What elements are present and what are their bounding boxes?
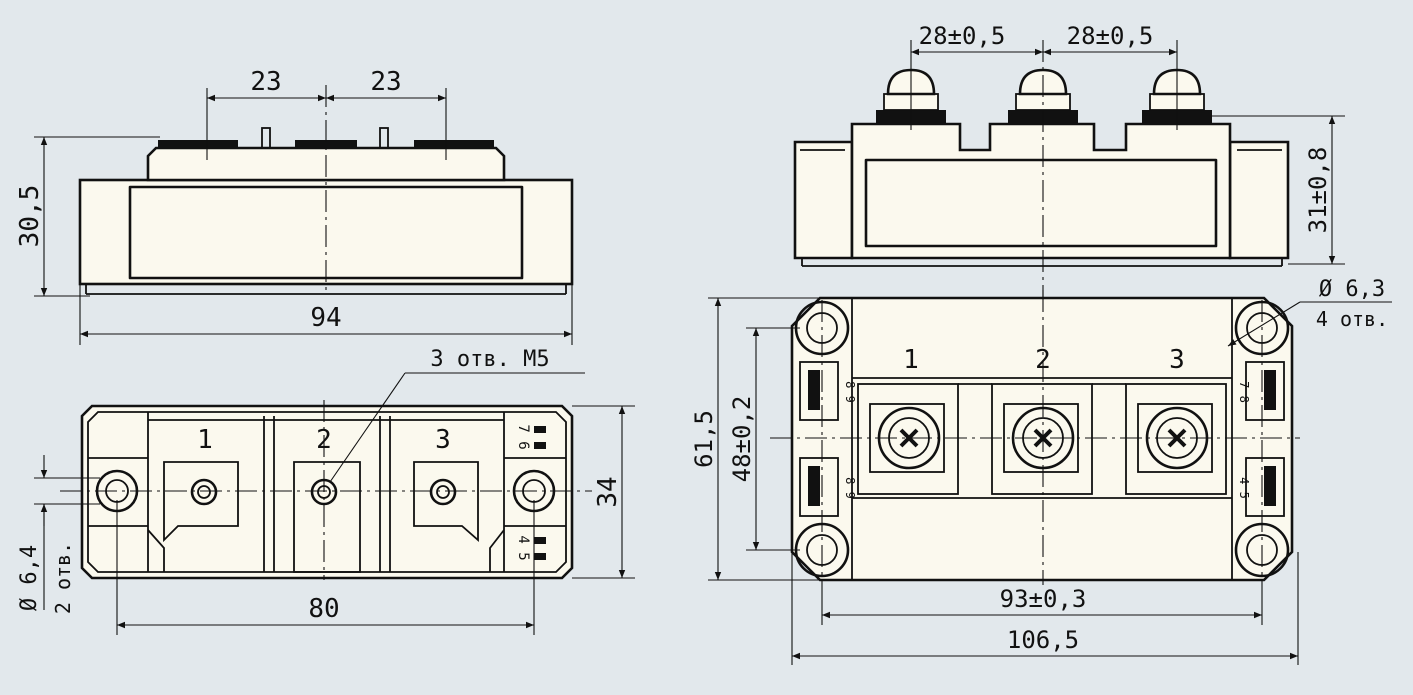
right-side-view: 28±0,5 28±0,5 31±0,8 (793, 22, 1345, 300)
terminal-label-r1: 1 (903, 345, 919, 375)
mount-hole-count: 2 отв. (51, 542, 75, 614)
holes-note: 3 отв. М5 (430, 347, 549, 372)
terminal-comp-1 (857, 383, 959, 495)
pin-6 (534, 442, 546, 449)
terminal-pad-2 (293, 461, 361, 573)
pin-4 (534, 537, 546, 544)
pin-label-76: 7 6 (515, 424, 531, 449)
terminal-comp-2 (991, 383, 1093, 495)
main-body (850, 122, 1232, 260)
hole-count-right: 4 отв. (1316, 307, 1388, 331)
dim-height-left: 30,5 (15, 185, 45, 248)
pin-7 (534, 426, 546, 433)
dim-pitch-left-1: 23 (250, 67, 281, 97)
flange-right (1228, 140, 1290, 260)
terminal-pad-1 (163, 461, 239, 543)
terminal-label-1: 1 (197, 425, 213, 455)
terminal-screw-1 (190, 478, 218, 506)
dim-hole-pitch-y: 48±0,2 (728, 396, 756, 483)
hole-dia-right: Ø 6,3 (1319, 277, 1385, 302)
terminal-plate-2 (295, 140, 357, 148)
pin-5 (534, 553, 546, 560)
right-top-view: 1 2 3 8 9 8 9 7 8 4 5 Ø 6,3 4 отв. (690, 277, 1392, 665)
dim-pitch-left-2: 23 (370, 67, 401, 97)
pin-7 (261, 127, 271, 149)
dim-length-right: 106,5 (1007, 626, 1079, 654)
module-outline (80, 404, 574, 580)
left-top-view: 7 6 4 5 1 2 3 3 отв. М5 34 80 Ø 6,4 2 от… (17, 347, 635, 635)
pin-label-r-rt: 7 8 (1237, 381, 1251, 403)
dim-pitch-right-2: 28±0,5 (1067, 22, 1154, 50)
housing-window-right (864, 158, 1218, 248)
terminal-comp-3 (1125, 383, 1227, 495)
dim-width-left: 34 (593, 476, 623, 507)
left-side-view: 23 23 30,5 94 (15, 67, 574, 345)
dim-height-right: 31±0,8 (1304, 147, 1332, 234)
dim-width-right: 61,5 (690, 410, 718, 468)
pin-label-r-lt: 8 9 (843, 381, 857, 403)
dim-pitch-right-1: 28±0,5 (919, 22, 1006, 50)
terminal-label-r3: 3 (1169, 345, 1185, 375)
terminal-plate-3 (414, 140, 494, 148)
terminal-screw-3 (429, 478, 457, 506)
pin-label-r-lb: 8 9 (843, 477, 857, 499)
terminal-pad-3 (413, 461, 479, 542)
pin-label-45: 4 5 (515, 535, 531, 560)
dim-hole-pitch-left: 80 (308, 594, 339, 624)
terminal-plate-1 (158, 140, 238, 148)
dim-length-left: 94 (310, 303, 341, 333)
dim-hole-pitch-x: 93±0,3 (1000, 585, 1087, 613)
pin-6 (379, 127, 389, 149)
pin-label-r-rb: 4 5 (1237, 477, 1251, 499)
terminal-label-3: 3 (435, 425, 451, 455)
flange-left (793, 140, 854, 260)
mount-hole-dia: Ø 6,4 (17, 545, 42, 611)
